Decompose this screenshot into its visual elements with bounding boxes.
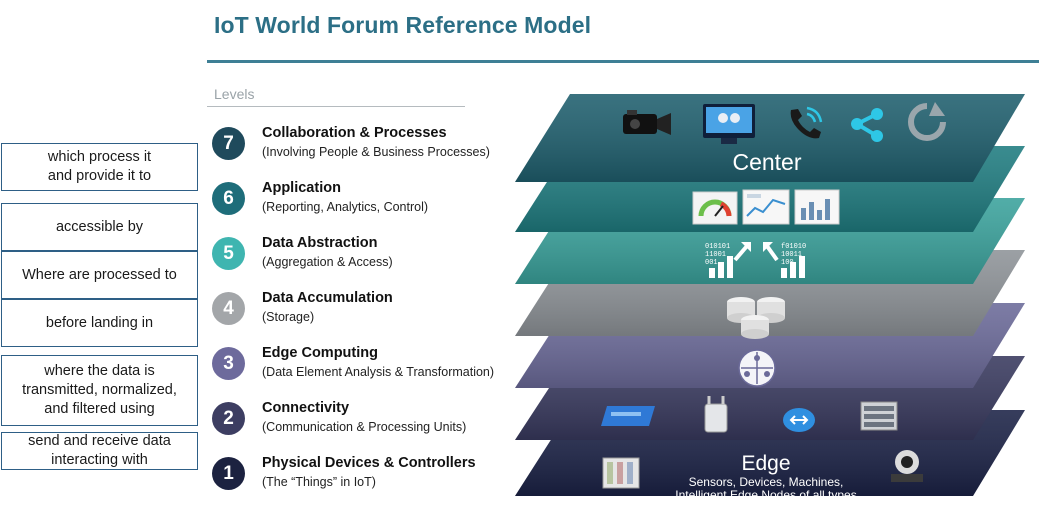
annotation-box: Where are processed to (1, 251, 198, 299)
chart-report-icon (742, 189, 790, 225)
telepresence-screen-icon (703, 104, 755, 144)
svg-text:100: 100 (781, 259, 794, 267)
gauge-dashboard-icon (692, 191, 738, 225)
level-item-5: 5 Data Abstraction (Aggregation & Access… (212, 235, 532, 275)
level-item-4: 4 Data Accumulation (Storage) (212, 290, 532, 330)
level-description: (Reporting, Analytics, Control) (262, 200, 429, 214)
video-camera-icon (623, 110, 671, 135)
level-item-6: 6 Application (Reporting, Analytics, Con… (212, 180, 532, 220)
level-description: (Aggregation & Access) (262, 255, 393, 269)
layer-stack-diagram: Center 010101 11001 001 f01010 10011 100 (515, 94, 1025, 502)
center-label: Center (732, 149, 801, 175)
level-name: Collaboration & Processes (262, 125, 447, 141)
annotation-box: which process it and provide it to (1, 143, 198, 191)
level-number-badge: 7 (212, 127, 245, 160)
level-item-7: 7 Collaboration & Processes (Involving P… (212, 125, 532, 165)
annotation-box: accessible by (1, 203, 198, 251)
controller-panel-icon (602, 457, 640, 489)
level-number-badge: 6 (212, 182, 245, 215)
level-number-badge: 4 (212, 292, 245, 325)
level-name: Data Accumulation (262, 290, 393, 306)
level-item-2: 2 Connectivity (Communication & Processi… (212, 400, 532, 440)
title-divider (207, 60, 1039, 63)
level-item-1: 1 Physical Devices & Controllers (The “T… (212, 455, 532, 495)
svg-text:11001: 11001 (705, 251, 726, 259)
levels-label: Levels (214, 86, 255, 102)
share-icon (851, 108, 883, 142)
edge-label: Edge (741, 452, 790, 475)
level-description: (Involving People & Business Processes) (262, 145, 490, 159)
edge-subtitle-2: Intelligent Edge Nodes of all types (675, 488, 856, 502)
binary-down-icon: f01010 10011 100 (763, 242, 806, 278)
svg-text:010101: 010101 (705, 243, 730, 251)
level-number-badge: 1 (212, 457, 245, 490)
level-name: Application (262, 180, 341, 196)
level-number-badge: 2 (212, 402, 245, 435)
level-number-badge: 3 (212, 347, 245, 380)
level-description: (The “Things” in IoT) (262, 475, 376, 489)
router-icon (783, 408, 815, 432)
levels-divider (207, 106, 465, 107)
level-name: Physical Devices & Controllers (262, 455, 476, 471)
access-point-icon (704, 396, 728, 433)
level-description: (Data Element Analysis & Transformation) (262, 365, 495, 379)
server-rack-icon (860, 401, 898, 431)
camera-device-icon (891, 450, 923, 482)
level-number-badge: 5 (212, 237, 245, 270)
binary-up-icon: 010101 11001 001 (705, 242, 751, 278)
svg-text:f01010: f01010 (781, 243, 806, 251)
page-title: IoT World Forum Reference Model (214, 12, 592, 38)
switch-icon (601, 406, 655, 426)
level-description: (Storage) (262, 310, 315, 324)
bar-report-icon (794, 189, 840, 225)
level-name: Data Abstraction (262, 235, 378, 251)
svg-text:001: 001 (705, 259, 718, 267)
level-name: Edge Computing (262, 345, 378, 361)
edge-subtitle-1: Sensors, Devices, Machines, (689, 475, 844, 489)
database-icon (727, 297, 785, 339)
annotation-box: where the data is transmitted, normalize… (1, 355, 198, 426)
sync-icon (908, 102, 946, 141)
level-description: (Communication & Processing Units) (262, 420, 467, 434)
network-globe-icon (738, 349, 776, 387)
phone-icon (790, 106, 823, 139)
annotation-box: send and receive data interacting with (1, 432, 198, 470)
level-name: Connectivity (262, 400, 350, 416)
annotation-box: before landing in (1, 299, 198, 347)
level-item-3: 3 Edge Computing (Data Element Analysis … (212, 345, 532, 385)
svg-text:10011: 10011 (781, 251, 802, 259)
